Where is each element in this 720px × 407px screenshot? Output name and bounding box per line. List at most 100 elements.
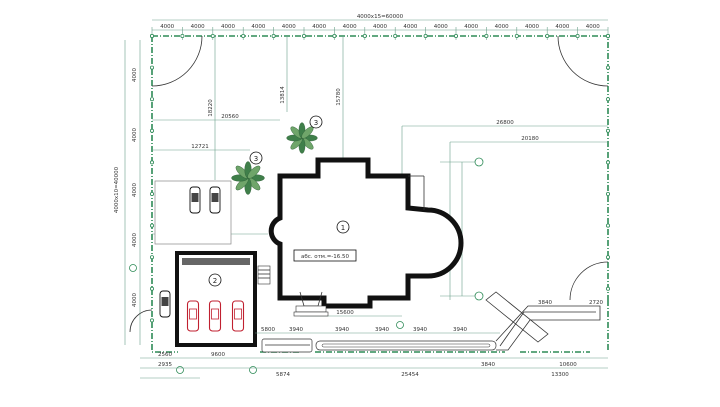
top-dim-label: 4000 <box>221 24 235 30</box>
bottom-dim-r1-4: 3940 <box>375 327 389 333</box>
gate-arc-bottom-right <box>569 261 609 301</box>
left-dim-1: 4000 <box>132 68 138 82</box>
right-dim-1: 3840 <box>538 300 552 306</box>
axis-marker-bottom <box>474 291 484 301</box>
axis-marker-b3 <box>396 321 404 329</box>
fence-post <box>606 160 611 165</box>
fence-post <box>423 34 428 39</box>
gate-arc-bottom-left <box>129 309 153 333</box>
house-label: 1 <box>341 224 345 232</box>
fence-post <box>606 128 611 133</box>
left-dim-3: 4000 <box>132 183 138 197</box>
bottom-dim-r1-2: 3940 <box>289 327 303 333</box>
fence-post <box>149 65 154 70</box>
dim-15780: 15780 <box>336 88 342 106</box>
garage-steps <box>257 265 271 285</box>
dim-12721: 12721 <box>191 144 209 150</box>
top-dim-label: 4000 <box>160 24 174 30</box>
elevation-box <box>293 249 357 262</box>
fence-post <box>149 160 154 165</box>
axis-marker-top <box>474 157 484 167</box>
fence-post <box>301 34 306 39</box>
fence-post <box>149 286 154 291</box>
fence-post <box>453 34 458 39</box>
fence-post <box>180 34 185 39</box>
top-dim-label: 4000 <box>403 24 417 30</box>
parked-car <box>189 186 201 214</box>
overall-left-dimension: 4000х10=40000 <box>114 166 120 213</box>
left-dim-5: 4000 <box>132 293 138 307</box>
overall-top-dimension: 4000х15=60000 <box>357 14 404 20</box>
fence-post <box>606 65 611 70</box>
fence-post <box>362 34 367 39</box>
fence-post <box>149 255 154 260</box>
top-dim-label: 4000 <box>191 24 205 30</box>
bottom-dim-r2-5: 13300 <box>551 372 569 378</box>
dim-13814: 13814 <box>280 86 286 104</box>
bottom-dim-r1-5: 3940 <box>413 327 427 333</box>
fence-post <box>149 191 154 196</box>
bottom-dim-r2-1: 2560 <box>158 352 172 358</box>
axis-marker-b2 <box>249 366 257 374</box>
fence-post <box>149 318 154 323</box>
gate-arc-top-right <box>557 35 609 87</box>
fence-post <box>149 34 154 39</box>
bottom-dim-r1-1: 5800 <box>261 327 275 333</box>
tree-icon <box>286 122 318 154</box>
top-dim-label: 4000 <box>495 24 509 30</box>
fence-post <box>606 223 611 228</box>
top-dim-label: 4000 <box>251 24 265 30</box>
left-dimension-chain: 4000х10=40000 4000 4000 4000 4000 4000 <box>114 40 141 345</box>
fence-post <box>545 34 550 39</box>
top-dim-label: 4000 <box>434 24 448 30</box>
top-dim-label: 4000 <box>525 24 539 30</box>
dim-20560: 20560 <box>221 114 239 120</box>
bottom-dim-r1-3: 3940 <box>335 327 349 333</box>
fence-post <box>393 34 398 39</box>
axis-marker-left <box>129 264 137 272</box>
axis-marker-b1 <box>176 366 184 374</box>
left-dim-4: 4000 <box>132 233 138 247</box>
bottom-dim-r2-2: 9600 <box>211 352 225 358</box>
fence-post <box>606 34 611 39</box>
fence-post <box>575 34 580 39</box>
right-dim-3: 10600 <box>559 362 577 368</box>
garage-label: 2 <box>213 277 217 285</box>
top-dim-label: 4000 <box>555 24 569 30</box>
tree-label-a: 3 <box>314 119 318 127</box>
garden-paths <box>261 291 601 353</box>
fence-post <box>149 128 154 133</box>
tree-label-b: 3 <box>254 155 258 163</box>
top-dim-label: 4000 <box>373 24 387 30</box>
top-dim-label: 4000 <box>464 24 478 30</box>
bottom-dim-r1-6: 3940 <box>453 327 467 333</box>
dim-15600: 15600 <box>336 310 354 316</box>
fence-post <box>271 34 276 39</box>
garage-label-circle <box>208 273 222 287</box>
top-dim-label: 4000 <box>312 24 326 30</box>
right-dim-4: 3840 <box>481 362 495 368</box>
garage-car <box>208 300 222 332</box>
fence-post <box>606 255 611 260</box>
bottom-dim-r3-1: 2935 <box>158 362 172 368</box>
top-dim-label: 4000 <box>586 24 600 30</box>
elevation-label: абс. отм.=-16.50 <box>301 254 350 260</box>
fence-post <box>606 286 611 291</box>
main-house: 1 абс. отм.=-16.50 <box>268 157 464 309</box>
fence-post <box>332 34 337 39</box>
top-dim-label: 4000 <box>343 24 357 30</box>
fence-post <box>149 223 154 228</box>
left-dim-2: 4000 <box>132 128 138 142</box>
fence-post <box>149 97 154 102</box>
right-dim-2: 2720 <box>589 300 603 306</box>
dim-26800: 26800 <box>496 120 514 126</box>
gate-arc-top-left <box>151 35 203 87</box>
bottom-dimension-chain: 5800 3940 3940 3940 3940 3940 2560 9600 … <box>140 300 608 379</box>
garage-car <box>231 300 245 332</box>
parked-car <box>159 290 171 318</box>
garage-car <box>186 300 200 332</box>
garage-building: 2 <box>175 251 257 347</box>
top-dim-label: 4000 <box>282 24 296 30</box>
entrance-steps <box>293 291 329 317</box>
